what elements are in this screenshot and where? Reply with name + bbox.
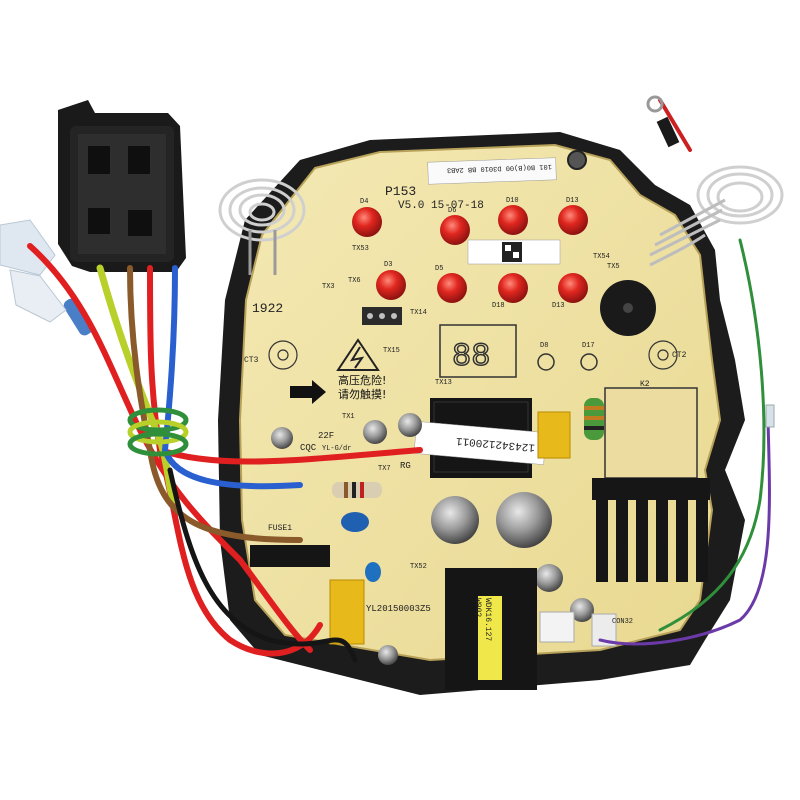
- warning-text-2: 请勿触摸!: [338, 387, 386, 401]
- rg-label: RG: [400, 461, 411, 471]
- con32-connector: [539, 611, 575, 643]
- tx-label-tx52: TX53: [352, 245, 369, 253]
- board-model: P153: [385, 184, 416, 199]
- relay-k2-outline: [604, 387, 698, 479]
- tx-label-tx7: TX7: [378, 465, 391, 473]
- ring-terminal: [646, 95, 680, 148]
- tx-label-tx1: TX1: [342, 413, 355, 421]
- wire-blue: [161, 265, 303, 490]
- tx-label-tx15: TX15: [383, 347, 400, 355]
- green-resistor: [584, 398, 604, 440]
- led-row-top: [352, 205, 588, 245]
- con32-label: CON32: [612, 618, 633, 626]
- wires: [27, 98, 771, 663]
- cqc-label: CQC: [300, 443, 317, 453]
- tx-label-tx54: TX5: [607, 263, 620, 271]
- warning-text-1: 高压危险!: [338, 373, 386, 387]
- fuse: [250, 545, 330, 567]
- wire-coil: [127, 407, 189, 457]
- display-digits: 88: [452, 338, 490, 375]
- cap-sub-label: YL-G/dr: [322, 445, 351, 453]
- led-label-d17: D17: [582, 342, 595, 350]
- power-plug: [58, 100, 186, 272]
- wire-red-right: [658, 98, 692, 152]
- electrolytic-capacitors: [271, 413, 594, 665]
- warning-triangle: [336, 338, 380, 371]
- led-label-d18: D18: [492, 302, 505, 310]
- tx-label-tx13: TX13: [435, 379, 452, 387]
- ct-label-3: CT3: [244, 356, 259, 365]
- yellow-cap-bottom: [329, 579, 365, 645]
- top-sticker-text: 101 B0(B)00 D3010 BB 2AB3: [447, 162, 552, 174]
- date-code: 1922: [252, 301, 283, 316]
- led-label-d13-top: D13: [566, 197, 579, 205]
- blue-cap-2: [365, 562, 381, 582]
- ring-terminal-2: [765, 404, 775, 428]
- arrow-mark: [290, 380, 326, 404]
- led-label-d10: D10: [506, 197, 519, 205]
- pin-header-pins: [367, 313, 397, 319]
- fuse-label: FUSE1: [268, 524, 292, 533]
- tx-label-tx14: TX14: [410, 309, 427, 317]
- top-sticker: [427, 157, 557, 185]
- transformer-label: [478, 596, 502, 680]
- beige-resistor: [332, 482, 382, 498]
- ct-label-2: CT2: [672, 351, 687, 360]
- blue-cap: [341, 512, 369, 532]
- wire-brown: [127, 265, 303, 543]
- right-spring: [649, 165, 784, 267]
- barcode-sticker: 124342120011: [413, 421, 547, 465]
- wire-black: [167, 467, 358, 663]
- tx-label-tx5: TX52: [410, 563, 427, 571]
- ct-marks: [268, 340, 678, 370]
- wire-red-2: [147, 265, 323, 657]
- led-d8: [537, 353, 555, 371]
- led-row-second: [376, 270, 588, 303]
- x2-capacitor: [537, 411, 571, 459]
- transformer-text-1: WDK16.127: [483, 598, 492, 641]
- led-label-d3: D3: [384, 261, 392, 269]
- wire-red-3: [157, 447, 423, 465]
- led-label-d8: D8: [540, 342, 548, 350]
- led-label-d5: D5: [435, 265, 443, 273]
- tx-label-tx53: TX54: [593, 253, 610, 261]
- left-spring: [218, 178, 306, 275]
- display-outline: [439, 324, 517, 378]
- heatsink: [592, 478, 710, 582]
- led-label-d4: D4: [360, 198, 368, 206]
- led-d17: [580, 353, 598, 371]
- transformer-text-2: W902: [473, 598, 482, 617]
- wire-green: [658, 238, 766, 632]
- part-number: YL20150003Z5: [366, 604, 431, 614]
- cap-label: 22F: [318, 431, 334, 441]
- tx-label-tx6: TX6: [348, 277, 361, 285]
- tx-label-tx3: TX3: [322, 283, 335, 291]
- led-label-d13: D13: [552, 302, 565, 310]
- k2-label: K2: [640, 380, 650, 389]
- led-label-d6: D6: [448, 207, 456, 215]
- board-version: V5.0 15-07-18: [398, 200, 484, 212]
- mounting-hole: [567, 150, 587, 170]
- wire-purple: [598, 418, 771, 646]
